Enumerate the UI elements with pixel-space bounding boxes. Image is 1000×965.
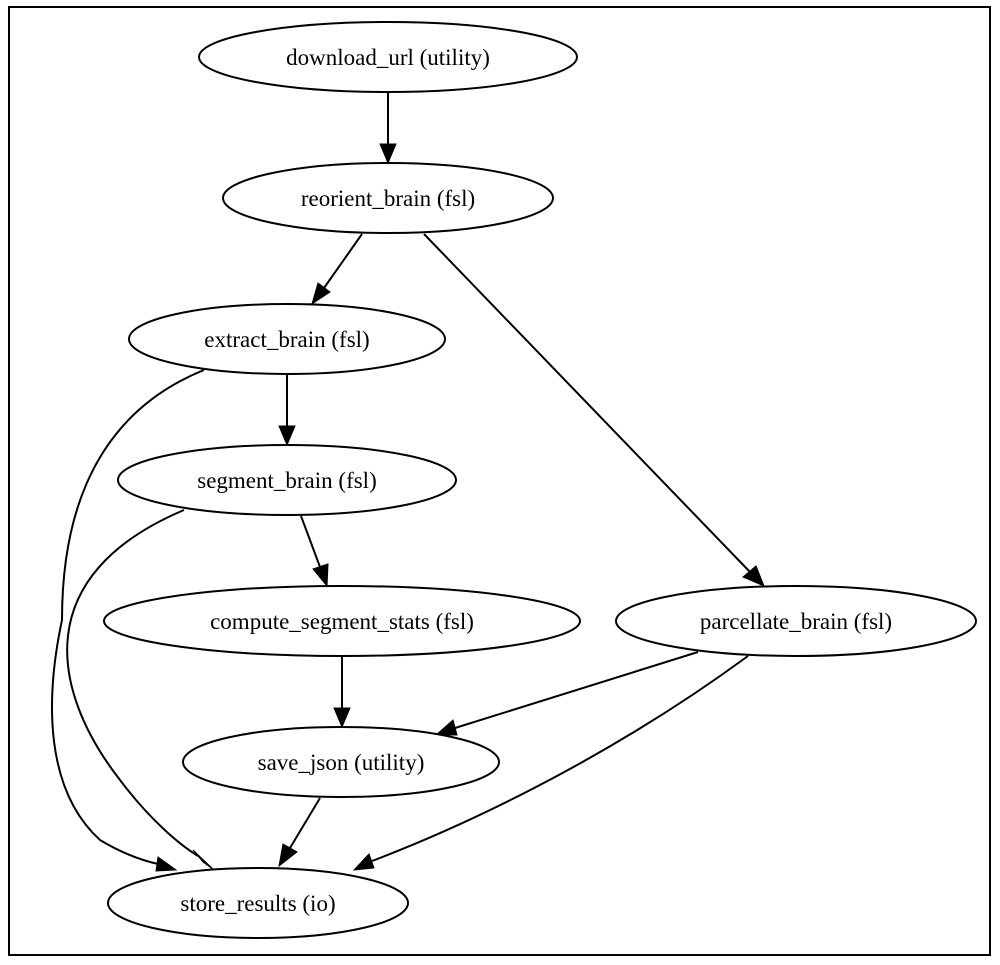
- arrowhead: [352, 853, 375, 871]
- arrowhead: [311, 282, 331, 306]
- arrowhead: [333, 707, 351, 729]
- node-download_url[interactable]: download_url (utility): [198, 21, 578, 93]
- node-segment_brain[interactable]: segment_brain (fsl): [117, 444, 457, 516]
- graph-frame: [8, 6, 991, 956]
- edge-parcellate_brain-to-store_results: [352, 655, 749, 871]
- node-label: parcellate_brain (fsl): [700, 609, 892, 634]
- node-label: reorient_brain (fsl): [301, 186, 475, 211]
- node-reorient_brain[interactable]: reorient_brain (fsl): [222, 162, 554, 234]
- edge-download_url-to-reorient_brain: [379, 93, 397, 165]
- node-label: compute_segment_stats (fsl): [210, 609, 474, 634]
- arrowhead: [192, 849, 215, 871]
- edge-extract_brain-to-segment_brain: [278, 375, 296, 447]
- edge-parcellate_brain-to-save_json: [434, 651, 699, 736]
- node-extract_brain[interactable]: extract_brain (fsl): [128, 303, 446, 375]
- node-parcellate_brain[interactable]: parcellate_brain (fsl): [615, 585, 977, 657]
- node-compute_segment_stats[interactable]: compute_segment_stats (fsl): [103, 585, 581, 657]
- arrowhead: [278, 843, 298, 868]
- node-label: save_json (utility): [258, 750, 425, 775]
- arrowhead: [379, 143, 397, 165]
- arrowhead: [155, 856, 178, 872]
- edge-segment_brain-to-compute_segment_stats: [300, 515, 329, 588]
- edge-reorient_brain-to-parcellate_brain: [423, 233, 765, 587]
- node-label: extract_brain (fsl): [204, 327, 369, 352]
- nodes: download_url (utility) reorient_brain (f…: [103, 21, 977, 939]
- edge-compute_segment_stats-to-save_json: [333, 657, 351, 729]
- edge-save_json-to-store_results: [278, 797, 321, 868]
- node-save_json[interactable]: save_json (utility): [182, 726, 500, 798]
- node-label: download_url (utility): [286, 45, 490, 70]
- arrowhead: [742, 565, 765, 587]
- edge-segment_brain-to-store_results: [66, 509, 215, 871]
- arrowhead: [278, 425, 296, 447]
- node-store_results[interactable]: store_results (io): [107, 867, 409, 939]
- arrowhead: [434, 719, 458, 736]
- arrowhead: [312, 563, 329, 588]
- edges: [51, 93, 765, 872]
- edge-extract_brain-to-store_results: [51, 369, 205, 872]
- node-label: store_results (io): [180, 891, 335, 916]
- node-label: segment_brain (fsl): [197, 468, 376, 493]
- edge-reorient_brain-to-extract_brain: [311, 233, 363, 306]
